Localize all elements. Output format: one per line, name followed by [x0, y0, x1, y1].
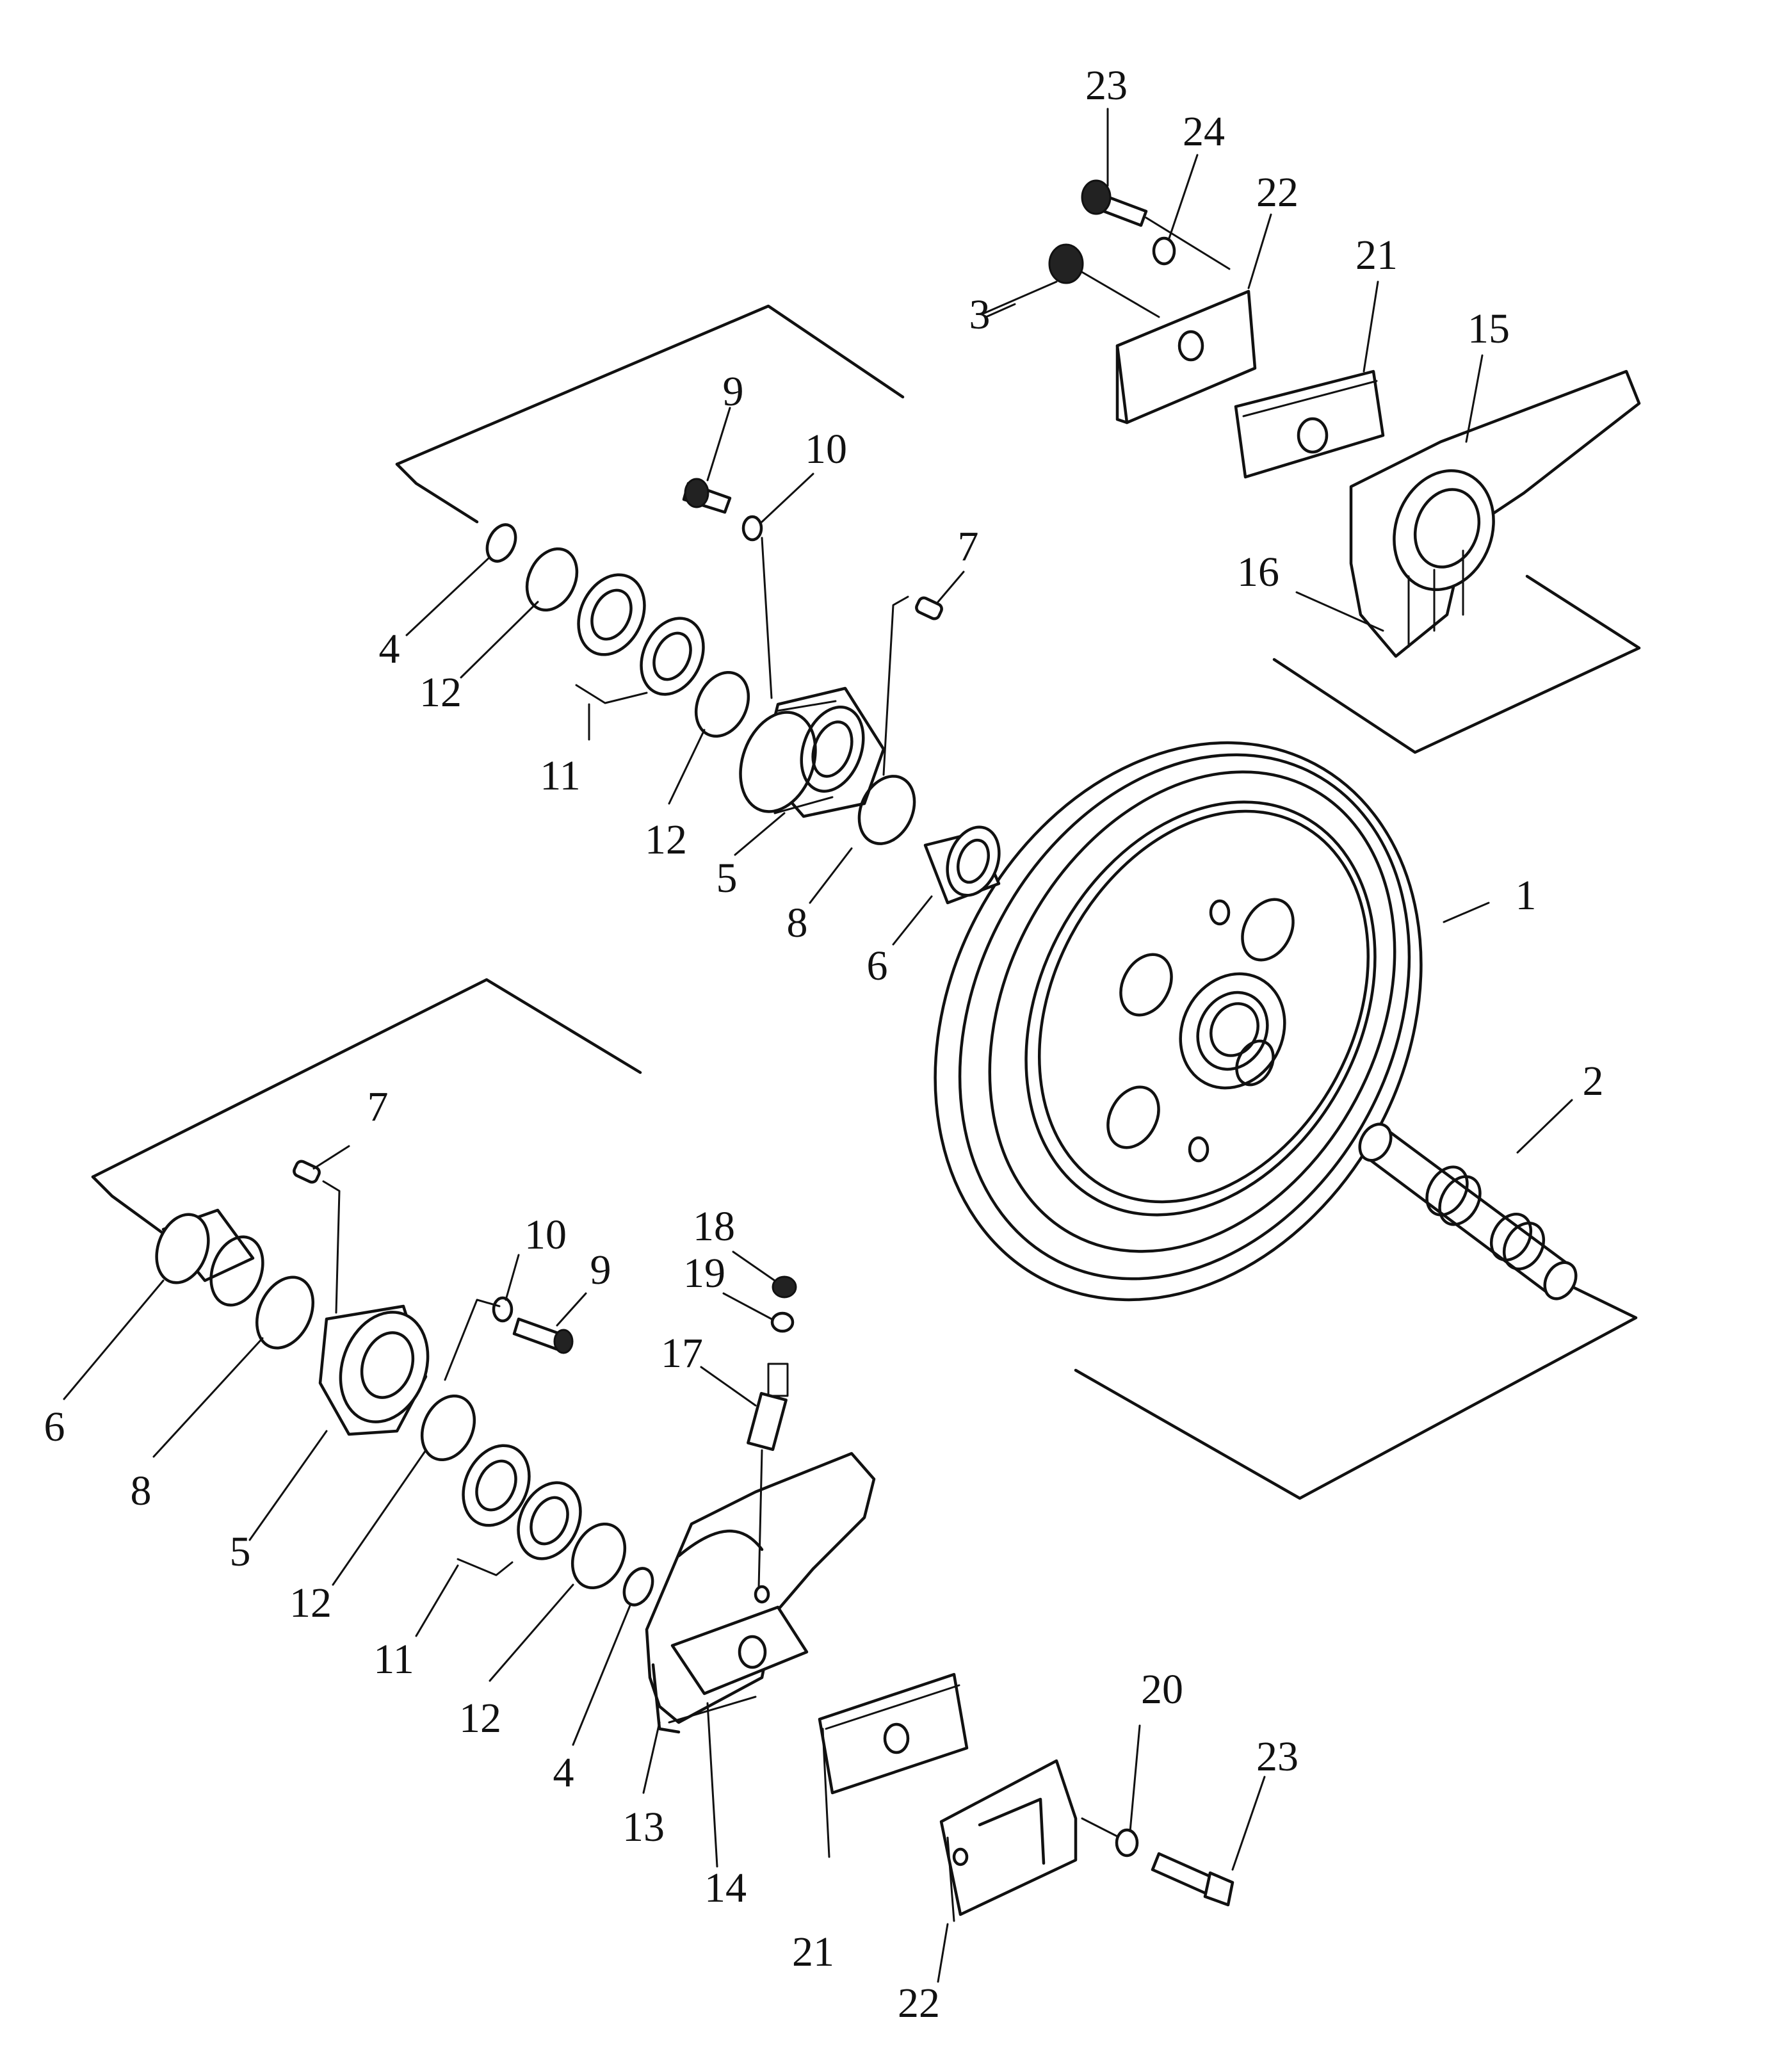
o-ring-lower-c — [255, 1275, 315, 1350]
shim-bottom — [818, 1672, 969, 1858]
callout-21-bottom: 21 — [792, 1929, 834, 1975]
bushing-upper — [923, 825, 1001, 905]
plate-top — [1115, 289, 1257, 425]
o-ring-lower-b — [570, 1522, 627, 1590]
shaft-bracket — [1074, 1272, 1638, 1500]
floating-seal-lower — [457, 1444, 582, 1576]
callout-7-lower: 7 — [368, 1083, 389, 1130]
callout-10-upper: 10 — [805, 426, 847, 473]
callout-5-lower: 5 — [230, 1528, 251, 1575]
upper-assembly-bracket — [395, 304, 905, 524]
callout-23-top: 23 — [1085, 62, 1128, 109]
lower-assembly-bracket — [91, 978, 642, 1238]
callout-5-upper: 5 — [716, 855, 738, 902]
callout-16: 16 — [1237, 549, 1279, 595]
callout-13: 13 — [622, 1804, 665, 1850]
callout-19: 19 — [683, 1250, 725, 1297]
callout-11-lower: 11 — [373, 1636, 414, 1683]
o-ring-small-upper — [485, 523, 517, 563]
callout-6-lower: 6 — [44, 1404, 65, 1450]
plate-bottom — [939, 1759, 1078, 1922]
callout-11-upper: 11 — [540, 752, 581, 799]
callout-9-lower: 9 — [590, 1247, 611, 1293]
nut-top — [982, 243, 1160, 318]
bolt-bottom — [1151, 1852, 1234, 1907]
callout-22-bottom: 22 — [898, 1980, 940, 2027]
pin-upper — [882, 595, 943, 776]
callout-3: 3 — [969, 291, 991, 338]
holder-top — [1349, 369, 1641, 658]
callout-24: 24 — [1183, 108, 1225, 155]
bolt-lower — [512, 1317, 574, 1354]
callout-20: 20 — [1141, 1666, 1183, 1713]
callout-2: 2 — [1583, 1058, 1604, 1105]
washer-upper — [741, 515, 763, 542]
o-ring-lower-a — [420, 1394, 476, 1462]
idler-shaft — [1358, 1122, 1578, 1300]
leader-lines — [63, 108, 1573, 1983]
support-lower — [318, 1304, 430, 1436]
washer-top — [1152, 236, 1176, 266]
right-assembly-bracket — [1272, 574, 1641, 754]
callout-6-upper: 6 — [867, 943, 888, 989]
callout-4-upper: 4 — [379, 626, 400, 672]
shim-top — [1234, 369, 1385, 479]
callout-21-top: 21 — [1355, 232, 1398, 279]
callout-22-top: 22 — [1256, 169, 1299, 216]
callout-14: 14 — [704, 1865, 747, 1911]
support-upper — [739, 686, 886, 818]
bolt-upper — [682, 478, 732, 514]
o-ring-small-lower — [622, 1567, 654, 1607]
washer-lower — [492, 1296, 514, 1323]
washer-bottom — [1115, 1828, 1139, 1858]
callout-18: 18 — [693, 1203, 735, 1250]
callout-17: 17 — [661, 1330, 703, 1377]
callout-9-upper: 9 — [723, 368, 744, 415]
callout-12-upper-b: 12 — [645, 816, 687, 863]
floating-seal-upper — [575, 573, 705, 704]
bolt-top — [1081, 179, 1231, 270]
callout-4-lower: 4 — [553, 1749, 574, 1796]
pin-lower — [293, 1160, 341, 1314]
yoke-lower — [645, 1452, 876, 1734]
callout-12-upper-a: 12 — [419, 669, 462, 716]
o-ring-upper-b — [694, 670, 750, 738]
callout-23-bottom: 23 — [1256, 1733, 1299, 1780]
callout-12-lower-b: 12 — [459, 1695, 501, 1742]
o-ring-upper-a — [525, 547, 579, 612]
idler-wheel — [934, 741, 1423, 1302]
callout-15: 15 — [1468, 305, 1510, 352]
callout-8-upper: 8 — [787, 900, 808, 946]
callout-1: 1 — [1516, 872, 1537, 919]
nut-18 — [772, 1275, 797, 1299]
washer-19 — [770, 1311, 795, 1333]
bushing-lower — [155, 1208, 264, 1307]
o-ring-upper-c — [857, 775, 916, 845]
callout-8-lower: 8 — [131, 1468, 152, 1514]
callout-12-lower-a: 12 — [289, 1580, 332, 1626]
callout-10-lower: 10 — [524, 1211, 567, 1258]
callout-7-upper: 7 — [958, 523, 979, 570]
grease-fitting — [747, 1363, 789, 1589]
